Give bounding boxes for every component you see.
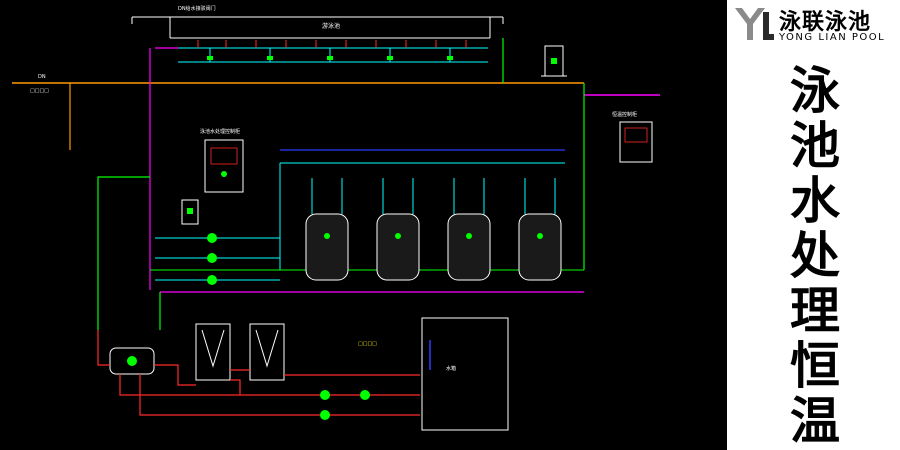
control-cabinet-right-label: 恒温控制柜 [612,111,637,118]
logo-name-en: YONG LIAN POOL [779,32,886,43]
control-cabinet-left-label: 泳池水处理控制柜 [200,128,240,135]
logo: 泳联泳池 YONG LIAN POOL [733,4,898,44]
brand-panel: 泳联泳池 YONG LIAN POOL 泳池水处理恒温 [727,0,900,450]
pool-label: 游泳池 [322,22,340,30]
sand-filters [305,213,562,281]
tank-label: 水箱 [446,365,456,372]
left-note: □□□□ [30,88,49,94]
dosing-tank-left [181,199,199,225]
page-title: 泳池水处理恒温 [790,62,840,450]
dosing-tank-right [541,45,567,77]
top-note: DN给水接驳阀门 [178,5,216,12]
pool-outline [131,16,504,39]
cad-drawing: DN给水接驳阀门 游泳池 [0,0,727,450]
heat-loop-green [97,176,161,330]
control-cabinet-left [204,139,244,193]
heat-pump-units [195,323,285,381]
control-cabinet-right [619,121,653,163]
valve-label-main: DN [38,74,46,80]
heat-exchanger [109,347,155,375]
logo-mark-icon [735,8,774,40]
water-tank [421,317,509,431]
inlet-stems [197,40,467,48]
inlet-valves [207,56,453,60]
circulation-pumps [155,233,280,285]
logo-name-cn: 泳联泳池 [779,10,872,35]
tank-note: □□□□ [358,341,377,347]
filter-valves [311,178,556,214]
heating-pumps [320,390,370,420]
